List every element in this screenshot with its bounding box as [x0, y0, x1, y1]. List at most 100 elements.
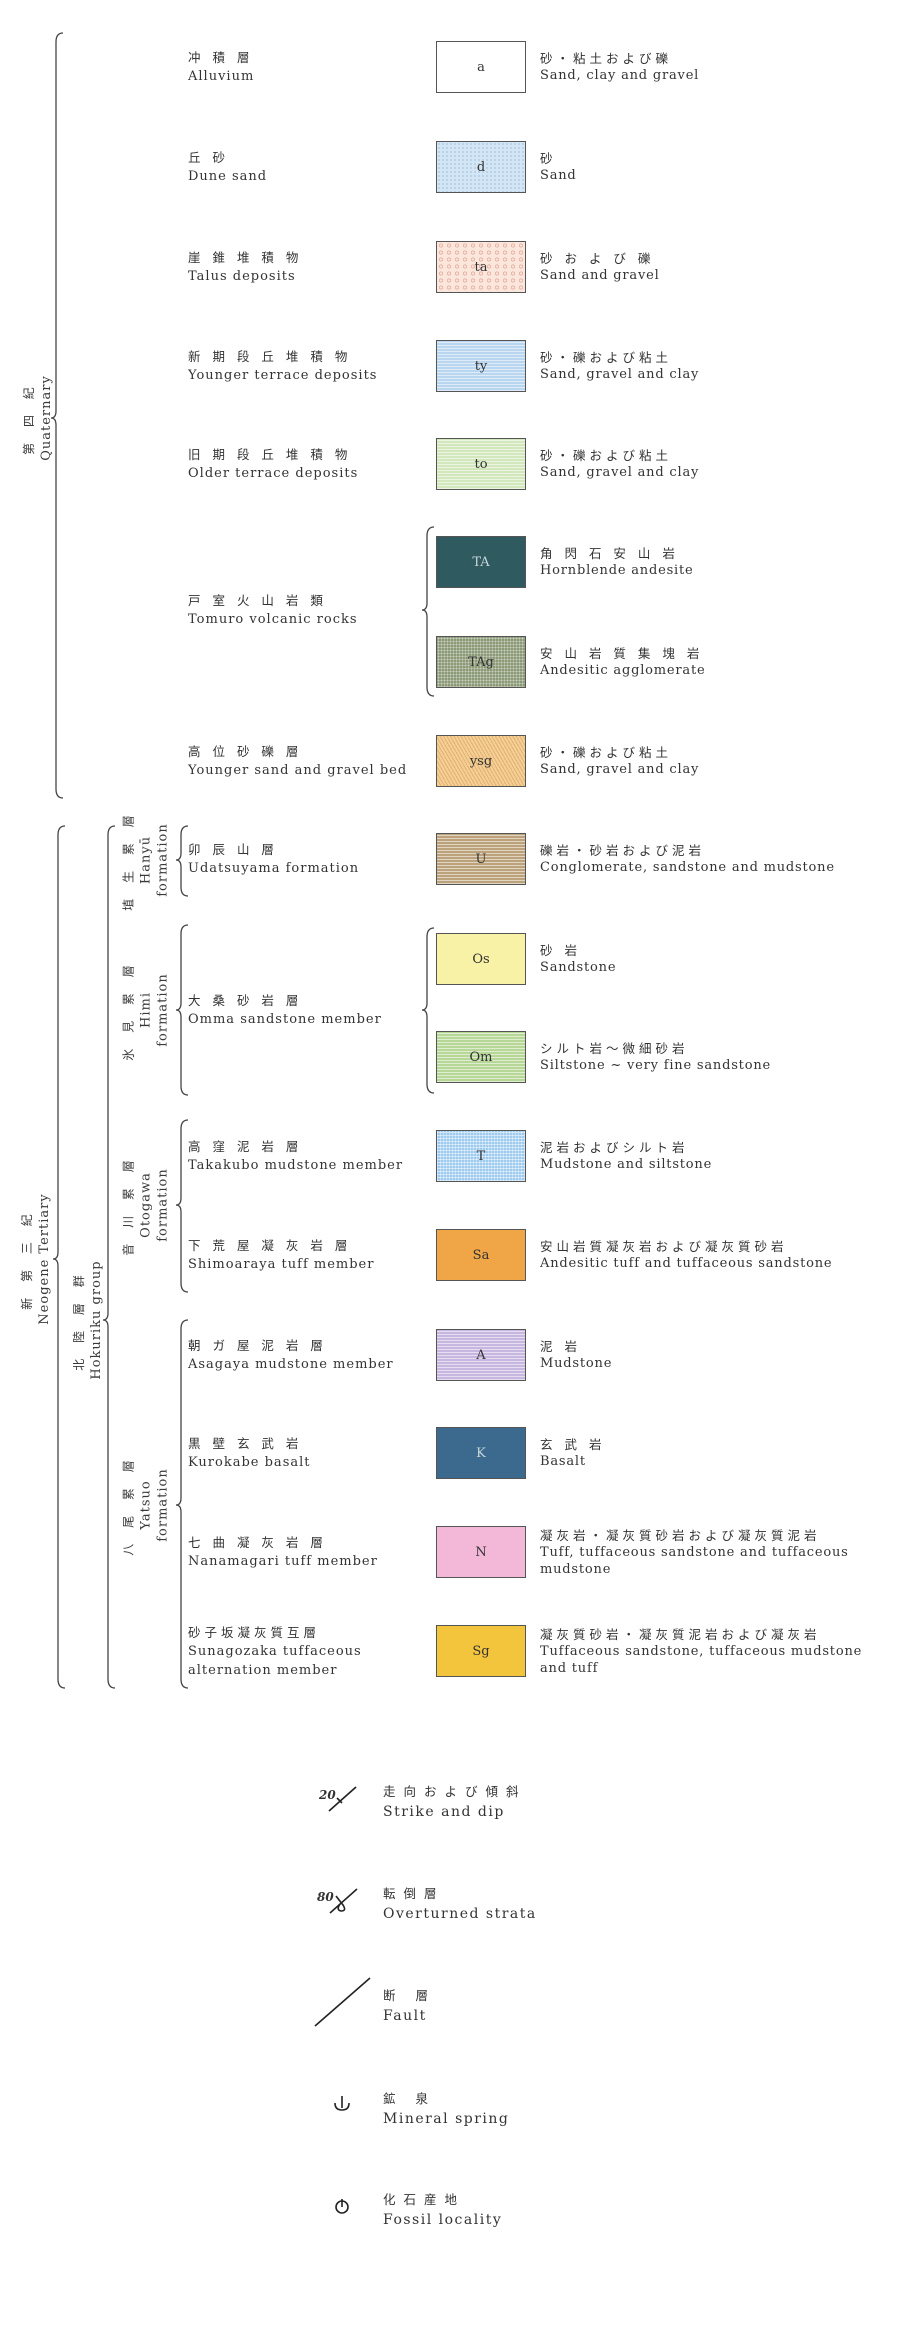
unit-desc-jp: 砂・礫および粘土: [540, 350, 673, 365]
legend-row: 崖 錐 堆 積 物 Talus deposits ta 砂 お よ び 礫 Sand a…: [0, 241, 900, 293]
overturned-hook: [335, 1895, 346, 1912]
unit-swatch: to: [436, 438, 526, 490]
unit-swatch: Sa: [436, 1229, 526, 1281]
mineral-spring-icon: [334, 2096, 350, 2111]
unit-symbol: Sg: [472, 1643, 490, 1659]
fossil-en: Fossil locality: [383, 2212, 503, 2228]
unit-description: シルト岩～微細砂岩 Siltstone ~ very fine sandstone: [540, 1031, 771, 1083]
unit-desc-jp: 凝灰岩・凝灰質砂岩および凝灰質泥岩: [540, 1527, 821, 1543]
unit-desc-jp: シルト岩～微細砂岩: [540, 1041, 689, 1056]
unit-swatch: T: [436, 1130, 526, 1182]
tomuro-en: Tomuro volcanic rocks: [188, 612, 358, 627]
unit-desc-jp: 泥岩およびシルト岩: [540, 1140, 689, 1155]
unit-symbol: Om: [469, 1049, 493, 1065]
unit-name: 崖 錐 堆 積 物 Talus deposits: [188, 241, 302, 293]
unit-name-en: Dune sand: [188, 169, 268, 184]
unit-desc-jp: 砂 岩: [540, 943, 581, 958]
unit-swatch: Os: [436, 933, 526, 985]
unit-description: 砂・礫および粘土 Sand, gravel and clay: [540, 340, 699, 392]
mineral-jp: 鉱 泉: [383, 2091, 436, 2106]
unit-swatch: d: [436, 141, 526, 193]
legend-mineral-spring: 鉱 泉 Mineral spring: [383, 2089, 509, 2129]
unit-symbol: ta: [474, 259, 488, 275]
unit-desc-jp: 砂・礫および粘土: [540, 448, 673, 463]
unit-swatch: TA: [436, 536, 526, 588]
legend-overturned: 転倒層 Overturned strata: [383, 1884, 537, 1924]
unit-swatch: A: [436, 1329, 526, 1381]
unit-name-jp: 冲 積 層: [188, 50, 254, 65]
unit-desc-en: Tuffaceous sandstone, tuffaceous mudston…: [540, 1643, 863, 1659]
unit-desc-en: Andesitic agglomerate: [540, 663, 706, 678]
strike-en: Strike and dip: [383, 1804, 505, 1820]
unit-desc-en: Andesitic tuff and tuffaceous sandstone: [540, 1256, 833, 1271]
unit-name: 黒 壁 玄 武 岩 Kurokabe basalt: [188, 1427, 311, 1479]
unit-name-en: Sunagozaka tuffaceous: [188, 1643, 362, 1659]
unit-desc-en: Conglomerate, sandstone and mudstone: [540, 860, 835, 875]
unit-desc-en: Sand, gravel and clay: [540, 367, 700, 382]
mineral-en: Mineral spring: [383, 2111, 510, 2127]
unit-swatch: ty: [436, 340, 526, 392]
unit-name-en: Older terrace deposits: [188, 466, 359, 481]
unit-symbol: ysg: [469, 753, 493, 769]
unit-symbol: N: [475, 1544, 487, 1560]
legend-row: Os 砂 岩 Sandstone: [0, 933, 900, 985]
unit-description: 砂 お よ び 礫 Sand and gravel: [540, 241, 660, 293]
overturned-value: 80: [317, 1890, 334, 1904]
unit-name-en: Asagaya mudstone member: [188, 1357, 394, 1372]
unit-desc-en: Mudstone and siltstone: [540, 1157, 713, 1172]
omma-jp: 大 桑 砂 岩 層: [188, 993, 303, 1008]
unit-swatch: K: [436, 1427, 526, 1479]
unit-desc-en: Sand and gravel: [540, 268, 660, 283]
unit-symbol: Sa: [472, 1247, 490, 1263]
unit-name-en: Shimoaraya tuff member: [188, 1257, 375, 1272]
unit-symbol: a: [477, 59, 485, 75]
unit-desc-en: Sandstone: [540, 960, 617, 975]
tomuro-jp: 戸 室 火 山 岩 類: [188, 593, 327, 608]
unit-symbol: ty: [474, 358, 488, 374]
unit-desc-en: Basalt: [540, 1454, 586, 1469]
unit-name-en: Kurokabe basalt: [188, 1455, 311, 1470]
unit-desc-jp: 礫岩・砂岩および泥岩: [540, 843, 706, 858]
unit-swatch: ysg: [436, 735, 526, 787]
overturned-en: Overturned strata: [383, 1906, 537, 1922]
strike-jp: 走向および傾斜: [383, 1784, 527, 1799]
unit-swatch: ta: [436, 241, 526, 293]
unit-name-en: Talus deposits: [188, 269, 296, 284]
legend-fossil: 化石産地 Fossil locality: [383, 2190, 502, 2230]
unit-desc-en: Siltstone ~ very fine sandstone: [540, 1058, 771, 1073]
unit-desc-jp: 角 閃 石 安 山 岩: [540, 546, 679, 561]
unit-swatch: a: [436, 41, 526, 93]
unit-name-en: alternation member: [188, 1662, 338, 1678]
omma-label: 大 桑 砂 岩 層 Omma sandstone member: [188, 991, 382, 1029]
unit-desc-jp: 砂 お よ び 礫: [540, 251, 655, 266]
legend-fault: 断 層 Fault: [383, 1986, 436, 2026]
fault-icon: [314, 1977, 371, 2027]
unit-name-jp: 新 期 段 丘 堆 積 物: [188, 349, 352, 364]
overturned-strata-icon: [329, 1888, 358, 1914]
unit-name-jp: 崖 錐 堆 積 物: [188, 250, 303, 265]
unit-desc-en: Sand, gravel and clay: [540, 465, 700, 480]
unit-symbol: d: [476, 159, 486, 175]
unit-name-jp: 黒 壁 玄 武 岩: [188, 1436, 303, 1451]
unit-desc-jp: 砂・粘土および礫: [540, 51, 673, 66]
